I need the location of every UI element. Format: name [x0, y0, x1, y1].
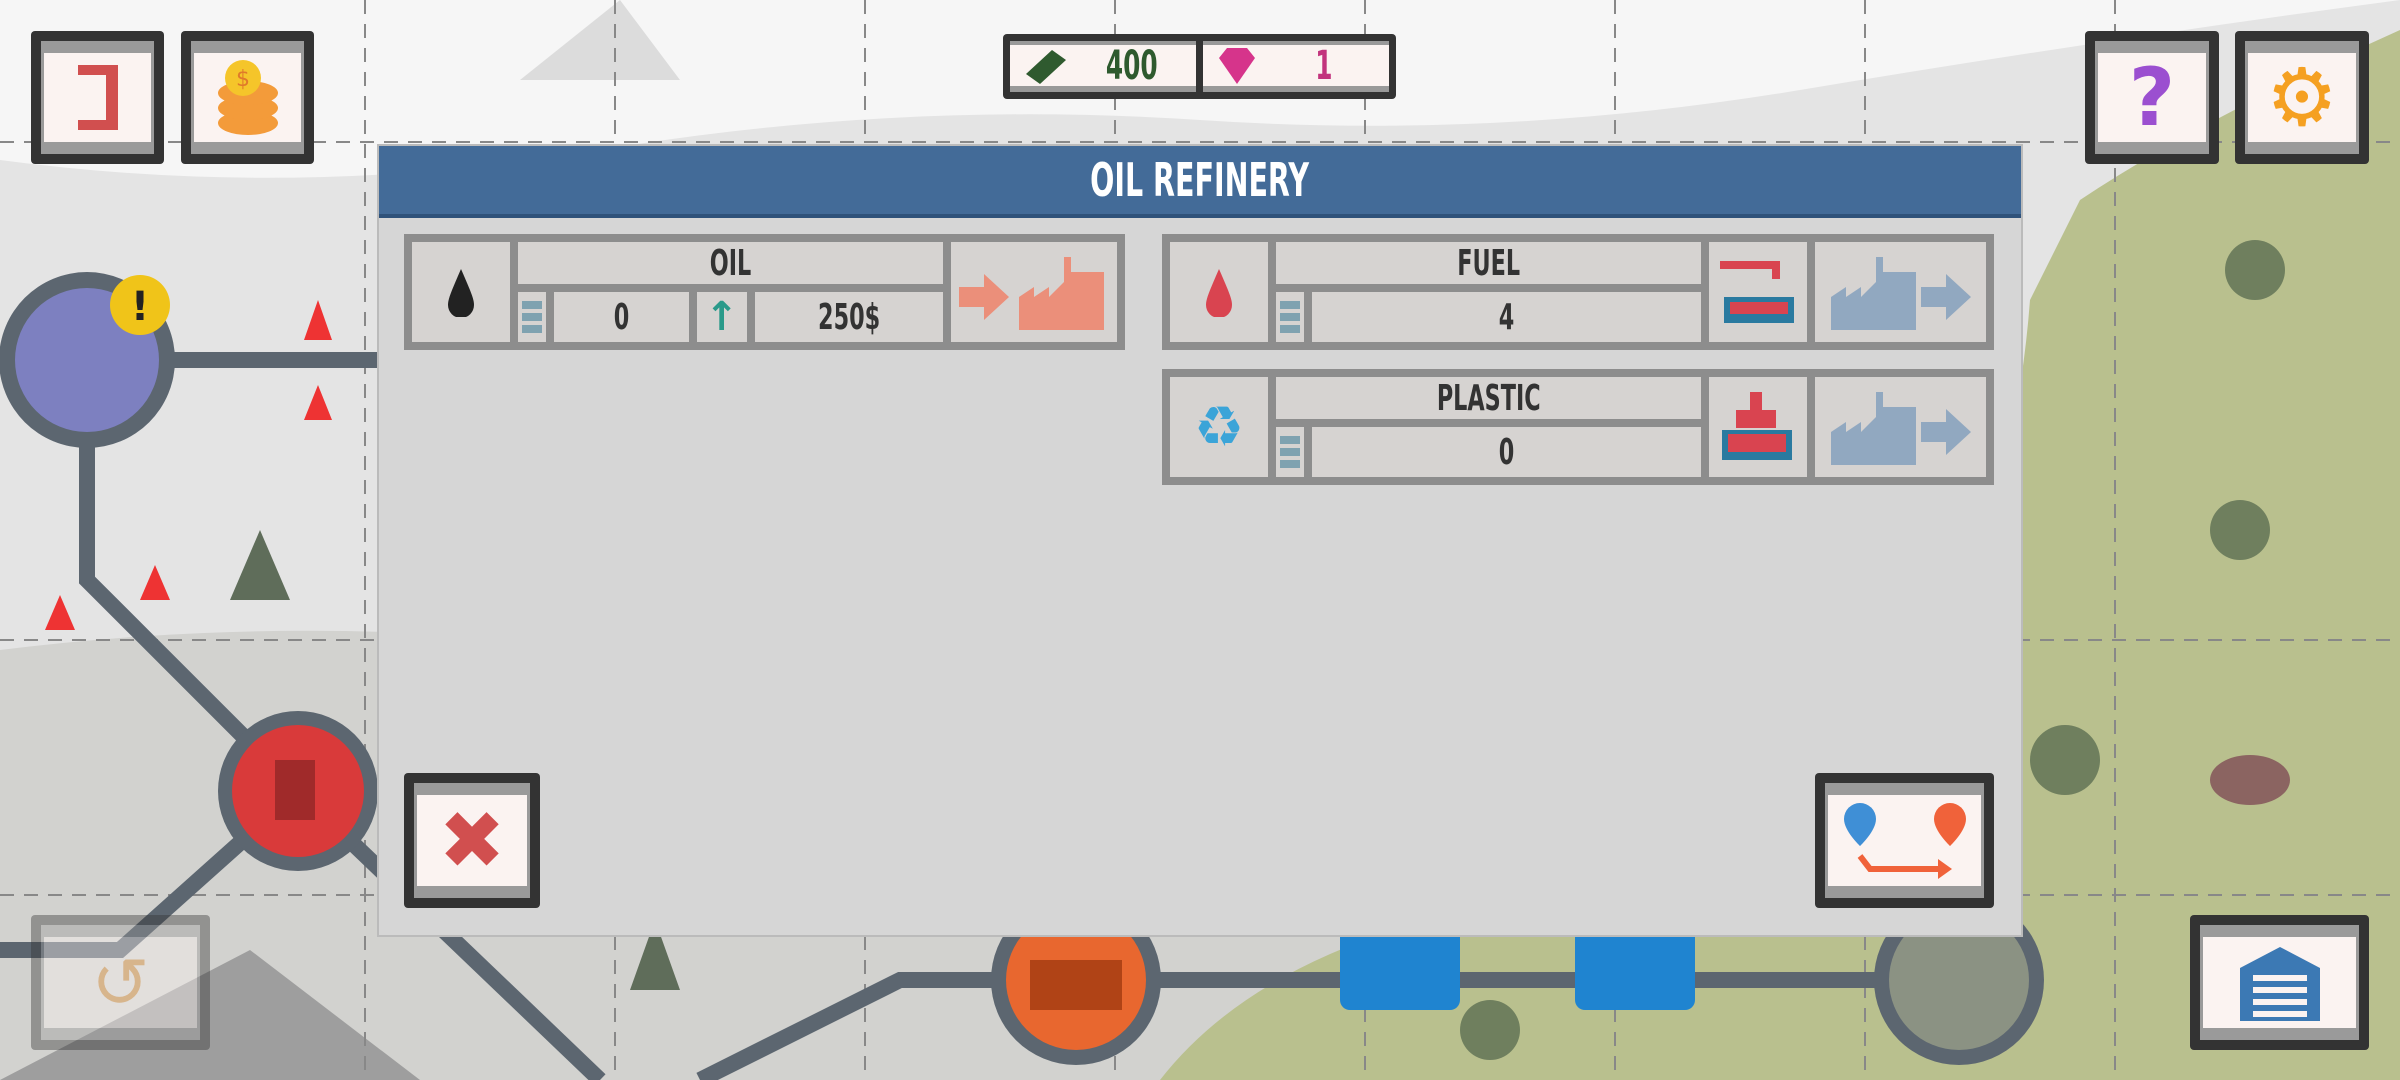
output-card-plastic: ♻ PLASTIC 0: [1162, 369, 1994, 485]
container-icon: [1709, 377, 1807, 477]
sell-fuel-button[interactable]: [1815, 242, 1986, 342]
recycle-icon: ♻: [1170, 377, 1268, 477]
factory-out-icon: [1830, 257, 1971, 330]
oil-drop-icon: [412, 242, 510, 342]
dialog-title: OIL REFINERY: [1090, 153, 1310, 207]
factory-in-icon: [959, 257, 1104, 330]
route-icon: [1843, 802, 1966, 879]
settings-button[interactable]: ⚙: [2235, 31, 2369, 164]
fuel-drop-icon: [1170, 242, 1268, 342]
factory-out-icon: [1830, 392, 1971, 465]
tanker-icon: [1709, 242, 1807, 342]
vacuum-node[interactable]: !: [0, 272, 175, 448]
stock-icon: [518, 292, 546, 342]
bear-icon: [2210, 755, 2290, 805]
sell-plastic-button[interactable]: [1815, 377, 1986, 477]
brick-factory-node[interactable]: [991, 895, 1161, 1065]
money-counter: 400: [1010, 41, 1196, 92]
output-card-fuel: FUEL 4: [1162, 234, 1994, 350]
upgrade-price-button[interactable]: 250$: [754, 292, 943, 342]
output-name: FUEL: [1457, 242, 1520, 284]
output-stock: 4: [1498, 296, 1515, 338]
upgrade-price: 250$: [817, 296, 880, 338]
gem-counter: 1: [1203, 41, 1389, 92]
close-icon: ✖: [438, 794, 506, 887]
close-button[interactable]: ✖: [404, 773, 540, 908]
input-stock: 0: [613, 296, 630, 338]
gear-icon: ⚙: [2266, 51, 2338, 144]
svg-text:!: !: [131, 284, 149, 330]
svg-text:$: $: [236, 67, 250, 92]
input-name: OIL: [709, 242, 752, 284]
gem-value: 1: [1315, 42, 1333, 89]
input-card-oil: OIL 0 ↑ 250$: [404, 234, 1125, 350]
coins-icon: $: [217, 59, 278, 135]
gem-icon: [1219, 47, 1255, 84]
output-name: PLASTIC: [1436, 377, 1541, 419]
forest-node[interactable]: [1874, 895, 2044, 1065]
exit-icon: [77, 65, 118, 130]
route-button[interactable]: [1815, 773, 1994, 908]
output-stock: 0: [1498, 431, 1515, 473]
shop-button[interactable]: $: [181, 31, 314, 164]
cash-icon: [1026, 49, 1066, 84]
currency-bar: 400 1: [1003, 34, 1396, 99]
help-icon: ?: [2128, 51, 2176, 144]
money-value: 400: [1106, 42, 1158, 89]
dialog-header: OIL REFINERY: [379, 146, 2021, 218]
garage-icon: [2239, 946, 2320, 1021]
help-button[interactable]: ?: [2085, 31, 2219, 164]
upgrade-arrow-icon[interactable]: ↑: [696, 292, 747, 342]
gas-station-node[interactable]: [218, 711, 378, 871]
buy-input-button[interactable]: [951, 242, 1117, 342]
stock-icon: [1276, 292, 1304, 342]
exit-button[interactable]: [31, 31, 164, 164]
stock-icon: [1276, 427, 1304, 477]
oil-refinery-dialog: OIL REFINERY OIL 0 ↑ 250$ FUEL 4 ♻ PLAST…: [377, 144, 2023, 937]
undo-icon: ↺: [91, 941, 150, 1024]
garage-button[interactable]: [2190, 915, 2369, 1050]
undo-button[interactable]: ↺: [31, 915, 210, 1050]
